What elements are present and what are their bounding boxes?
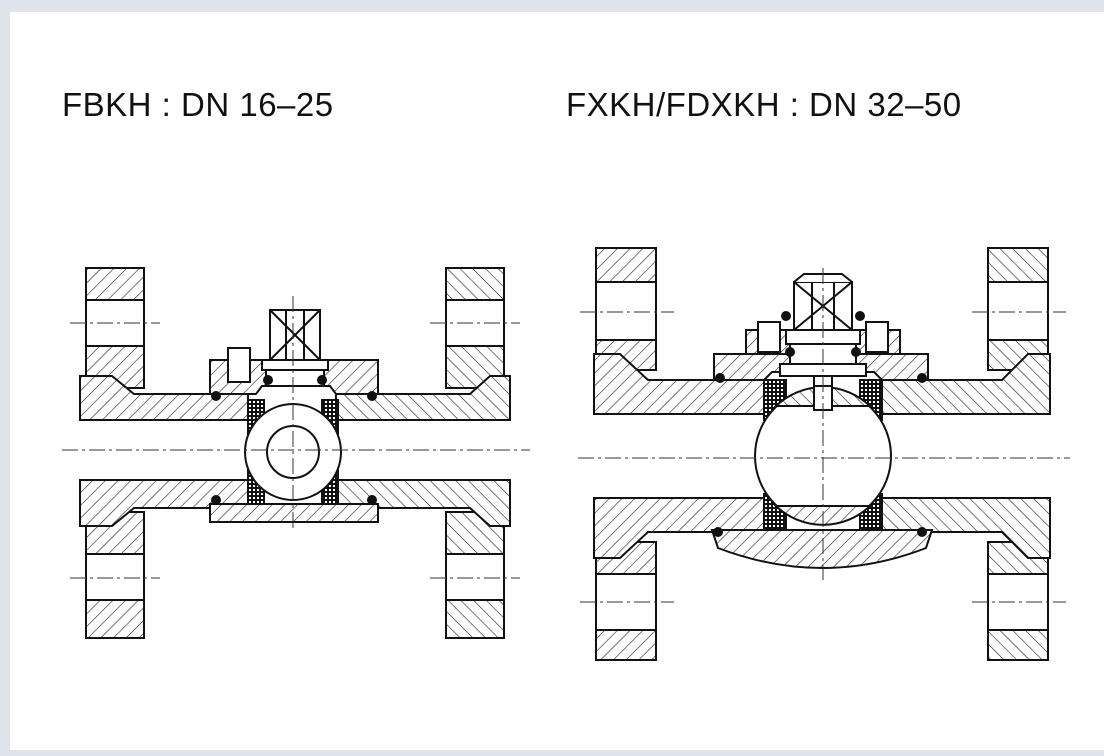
fxkh-valve-section <box>578 247 1070 661</box>
left-flange-bottom <box>85 599 145 639</box>
right-flange-bottom <box>445 599 505 639</box>
r-bottom-cover <box>710 529 934 569</box>
bottom-plate <box>209 503 379 523</box>
r-right-flange-bottom <box>987 629 1049 661</box>
side-plug <box>227 347 251 383</box>
r-left-flange-top <box>595 247 657 283</box>
fbkh-valve-section <box>62 267 530 639</box>
title-fxkh-fdxkh: FXKH/FDXKH : DN 32–50 <box>566 86 962 123</box>
r-right-flange-top <box>987 247 1049 283</box>
right-flange-top <box>445 267 505 301</box>
left-flange-top <box>85 267 145 301</box>
r-left-flange-bottom <box>595 629 657 661</box>
title-fbkh: FBKH : DN 16–25 <box>62 86 334 123</box>
